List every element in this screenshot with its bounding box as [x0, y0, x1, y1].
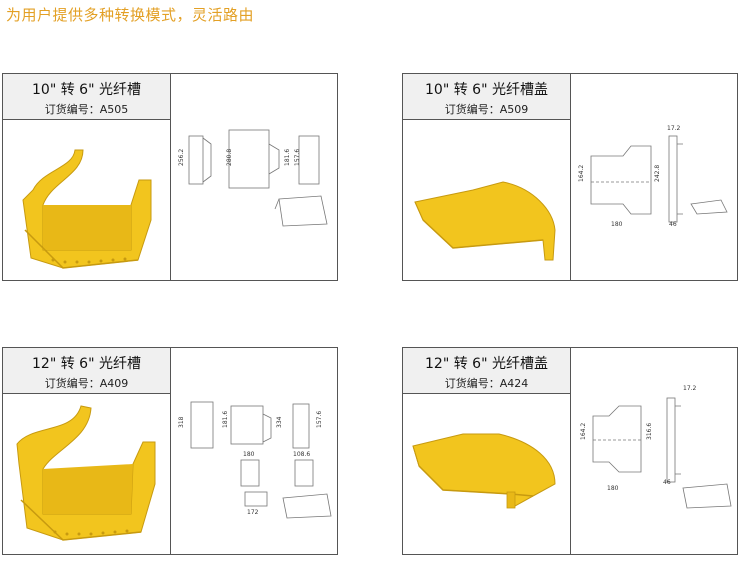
product-title-box: 10" 转 6" 光纤槽 订货编号：A505: [3, 74, 171, 120]
product-photo: [403, 394, 571, 554]
dim-label: 318: [178, 416, 185, 428]
dim-label: 256.2: [178, 149, 185, 166]
dim-label: 164.2: [580, 423, 587, 440]
page-headline: 为用户提供多种转换模式，灵活路由: [6, 6, 255, 24]
product-title-box: 10" 转 6" 光纤槽盖 订货编号：A509: [403, 74, 571, 120]
dim-label: 17.2: [683, 385, 697, 392]
product-order-number: 订货编号：A505: [44, 103, 129, 116]
dim-label: 108.6: [293, 451, 310, 458]
dim-label: 46: [669, 221, 677, 228]
product-photo: [403, 120, 571, 280]
product-card-a409: 12" 转 6" 光纤槽 订货编号：A409 318 181.6: [2, 347, 338, 555]
dim-label: 181.6: [284, 149, 291, 166]
product-title: 12" 转 6" 光纤槽盖: [425, 356, 548, 372]
product-card-a505: 10" 转 6" 光纤槽 订货编号：A505 256.2 280.8 181.6: [2, 73, 338, 281]
dim-label: 46: [663, 479, 671, 486]
dim-label: 181.6: [222, 411, 229, 428]
product-title: 10" 转 6" 光纤槽: [32, 82, 141, 98]
dim-label: 180: [243, 451, 255, 458]
dim-label: 280.8: [226, 149, 233, 166]
technical-drawing: 17.2 164.2 242.8 180 46: [571, 74, 737, 280]
technical-drawing: 256.2 280.8 181.6 157.6: [171, 74, 337, 280]
dim-label: 180: [607, 485, 619, 492]
product-title: 12" 转 6" 光纤槽: [32, 356, 141, 372]
product-photo: [3, 394, 171, 554]
technical-drawing: 318 181.6 334 157.6 180 108.6 172: [171, 348, 337, 554]
dim-label: 242.8: [654, 165, 661, 182]
product-order-number: 订货编号：A424: [444, 377, 529, 390]
product-order-number: 订货编号：A409: [44, 377, 129, 390]
product-card-a424: 12" 转 6" 光纤槽盖 订货编号：A424 17.2 164.2 316.6…: [402, 347, 738, 555]
dim-label: 334: [276, 416, 283, 428]
dim-label: 316.6: [646, 423, 653, 440]
product-card-a509: 10" 转 6" 光纤槽盖 订货编号：A509 17.2 164.2 242.8…: [402, 73, 738, 281]
product-photo: [3, 120, 171, 280]
product-title-box: 12" 转 6" 光纤槽 订货编号：A409: [3, 348, 171, 394]
dim-label: 164.2: [578, 165, 585, 182]
dim-label: 157.6: [316, 411, 323, 428]
technical-drawing: 17.2 164.2 316.6 180 46: [571, 348, 737, 554]
product-title: 10" 转 6" 光纤槽盖: [425, 82, 548, 98]
product-order-number: 订货编号：A509: [444, 103, 529, 116]
product-title-box: 12" 转 6" 光纤槽盖 订货编号：A424: [403, 348, 571, 394]
dim-label: 172: [247, 509, 259, 516]
dim-label: 17.2: [667, 125, 681, 132]
dim-label: 157.6: [294, 149, 301, 166]
dim-label: 180: [611, 221, 623, 228]
